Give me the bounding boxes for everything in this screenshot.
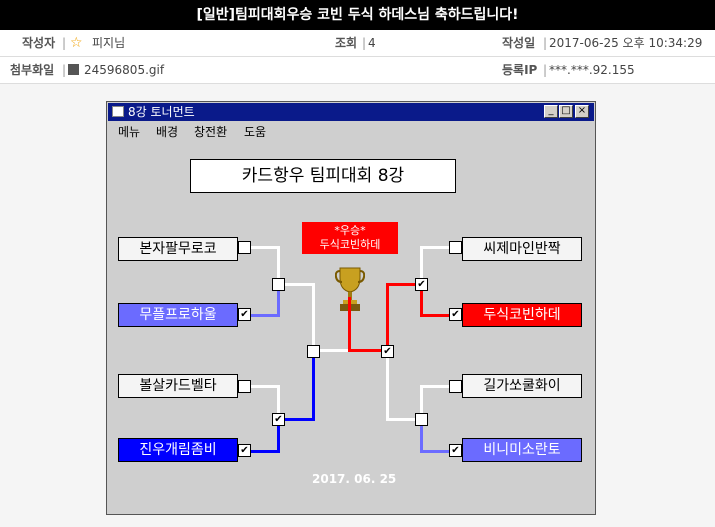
maximize-icon[interactable]: □ xyxy=(559,105,573,118)
minimize-icon[interactable]: _ xyxy=(544,105,558,118)
menu-item-help[interactable]: 도움 xyxy=(244,125,267,139)
winner-banner: *우승* 두식코빈하데 xyxy=(302,222,398,254)
winner-team: 두식코빈하데 xyxy=(319,238,381,251)
ip-label: 등록IP xyxy=(502,63,538,77)
bracket-line xyxy=(420,246,460,249)
bracket-line xyxy=(238,385,278,388)
bracket-line xyxy=(278,418,314,421)
bracket-line xyxy=(420,450,460,453)
ip-value: ***.***.92.155 xyxy=(549,63,635,77)
bracket-line xyxy=(277,385,280,419)
team-left-3: 볼살카드벨타 xyxy=(118,374,238,398)
bracket-line xyxy=(420,385,423,419)
bracket-line xyxy=(312,349,348,352)
bracket-line xyxy=(387,418,423,421)
checkbox-left-semi-1[interactable] xyxy=(272,278,285,291)
bracket-line xyxy=(238,314,278,317)
close-icon[interactable]: × xyxy=(575,105,589,118)
checkbox-right-2[interactable]: ✔ xyxy=(449,308,462,321)
floppy-icon xyxy=(68,64,79,75)
views-count: 4 xyxy=(368,36,376,50)
team-left-2: 무플프로하울 xyxy=(118,303,238,327)
menu-item-menu[interactable]: 메뉴 xyxy=(118,125,141,139)
team-left-1: 본자팔무로코 xyxy=(118,237,238,261)
checkbox-left-1[interactable] xyxy=(238,241,251,254)
winner-label: *우승* xyxy=(334,224,366,237)
checkbox-right-3[interactable] xyxy=(449,380,462,393)
bracket-line xyxy=(312,283,315,351)
author-label: 작성자 xyxy=(22,36,56,50)
bracket-line xyxy=(348,297,351,352)
bracket-line xyxy=(348,349,388,352)
star-icon: ☆ xyxy=(70,35,83,51)
attach-label: 첨부화일 xyxy=(10,63,55,77)
checkbox-left-3[interactable] xyxy=(238,380,251,393)
bracket-line xyxy=(278,283,314,286)
window-title: 8강 토너먼트 xyxy=(128,105,195,119)
bracket-line xyxy=(386,350,389,421)
bracket-line xyxy=(277,419,280,453)
checkbox-left-2[interactable]: ✔ xyxy=(238,308,251,321)
bracket-line xyxy=(277,284,280,317)
date-label: 작성일 xyxy=(502,36,536,50)
checkbox-right-1[interactable] xyxy=(449,241,462,254)
bracket-line xyxy=(386,283,389,351)
checkbox-right-semi-2[interactable] xyxy=(415,413,428,426)
meta-row-attach: 첨부화일 | 24596805.gif 등록IP | ***.***.92.15… xyxy=(0,57,715,84)
menu-item-switch[interactable]: 창전환 xyxy=(194,125,228,139)
attach-file[interactable]: 24596805.gif xyxy=(84,63,165,77)
bracket-line xyxy=(312,350,315,421)
tournament-header: 카드항우 팀피대회 8강 xyxy=(190,159,456,193)
window-titlebar[interactable]: 8강 토너먼트 _ □ × xyxy=(108,103,594,121)
meta-row-author: 작성자 | ☆ 피지님 조회 | 4 작성일 | 2017-06-25 오후 1… xyxy=(0,30,715,57)
team-right-1: 씨제마인반짝 xyxy=(462,237,582,261)
event-date: 2017. 06. 25 xyxy=(312,472,397,486)
tournament-window: 8강 토너먼트 _ □ × 메뉴 배경 창전환 도움 카드항우 팀피대회 8강 … xyxy=(106,101,596,515)
team-right-2: 두식코빈하데 xyxy=(462,303,582,327)
views-label: 조회 xyxy=(335,36,358,50)
checkbox-right-final[interactable]: ✔ xyxy=(381,345,394,358)
menu-item-background[interactable]: 배경 xyxy=(156,125,179,139)
menu-bar: 메뉴 배경 창전환 도움 xyxy=(108,122,594,142)
post-date: 2017-06-25 오후 10:34:29 xyxy=(549,36,703,50)
checkbox-left-semi-2[interactable]: ✔ xyxy=(272,413,285,426)
bracket-line xyxy=(420,246,423,284)
checkbox-right-4[interactable]: ✔ xyxy=(449,444,462,457)
post-title: [일반]팀피대회우승 코빈 두식 하데스님 축하드립니다! xyxy=(0,0,715,30)
team-right-3: 길가쏘쿨화이 xyxy=(462,374,582,398)
bracket-line xyxy=(387,283,423,286)
bracket-line xyxy=(420,385,460,388)
checkbox-left-4[interactable]: ✔ xyxy=(238,444,251,457)
team-right-4: 비니미소란토 xyxy=(462,438,582,462)
app-icon xyxy=(112,106,124,117)
bracket-line xyxy=(277,246,280,284)
bracket-line xyxy=(420,284,423,317)
bracket-line xyxy=(420,314,460,317)
bracket-line xyxy=(420,419,423,453)
checkbox-left-final[interactable] xyxy=(307,345,320,358)
bracket-line xyxy=(238,450,278,453)
checkbox-right-semi-1[interactable]: ✔ xyxy=(415,278,428,291)
team-left-4: 진우개림좀비 xyxy=(118,438,238,462)
author-name[interactable]: 피지님 xyxy=(92,36,126,50)
bracket-line xyxy=(238,246,278,249)
